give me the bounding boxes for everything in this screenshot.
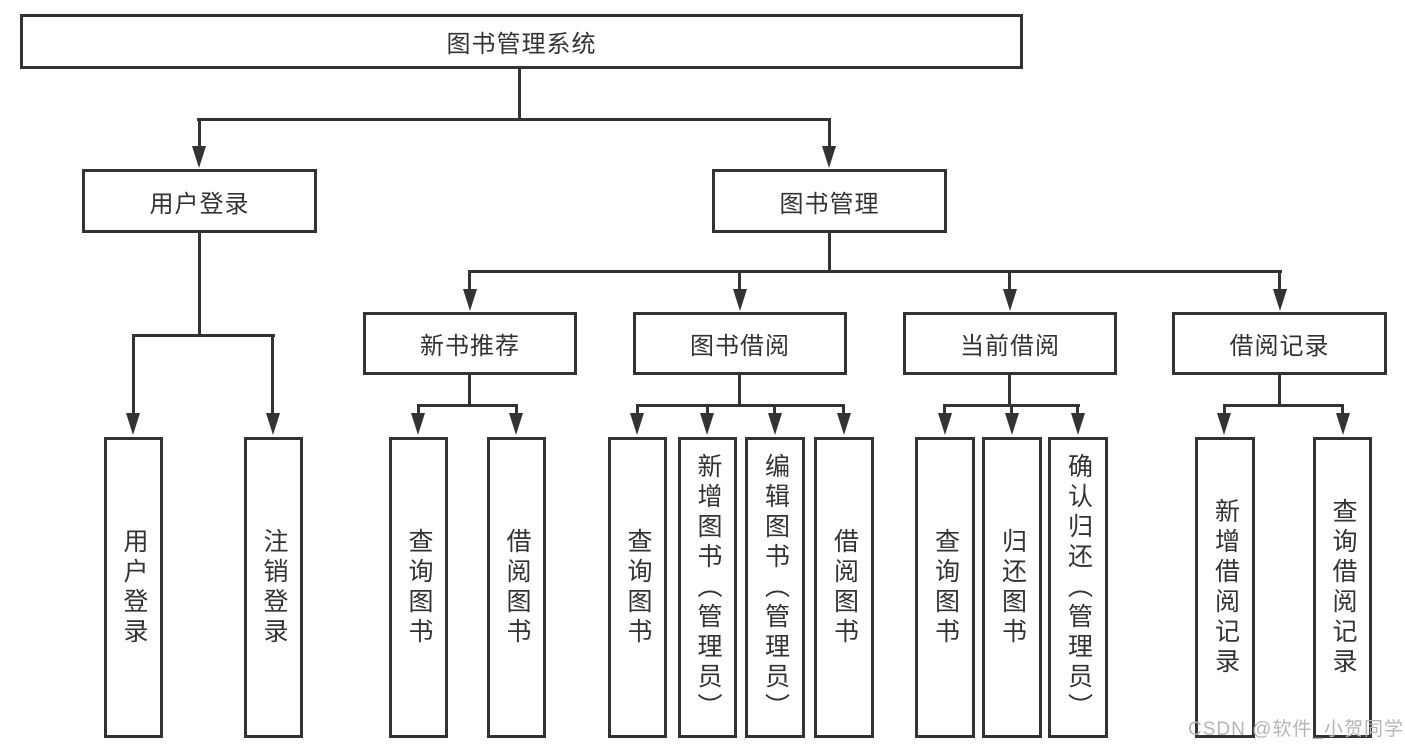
connector-line [468, 270, 471, 291]
connector-line [1010, 404, 1013, 416]
connector-line [828, 118, 831, 150]
connector-line [842, 404, 845, 416]
arrow-down-icon [1071, 413, 1085, 435]
connector-line [1278, 270, 1281, 291]
connector-line [1076, 404, 1079, 416]
connector-line [1278, 373, 1281, 407]
connector-line [738, 373, 741, 407]
connector-line [132, 334, 135, 415]
node-book-borrow-label: 图书借阅 [690, 333, 790, 360]
connector-line [636, 404, 845, 407]
node-book-management-label: 图书管理 [779, 190, 880, 218]
arrow-down-icon [1336, 413, 1350, 435]
connector-line [706, 404, 709, 416]
connector-line [468, 270, 1282, 273]
node-current-borrow: 当前借阅 [903, 312, 1117, 375]
arrow-down-icon [700, 413, 714, 435]
connector-line [1223, 404, 1226, 416]
arrow-down-icon [733, 289, 747, 311]
node-new-book-recommend: 新书推荐 [363, 312, 577, 375]
node-borrow-records: 借阅记录 [1172, 312, 1387, 375]
arrow-down-icon [1003, 289, 1017, 311]
connector-line [198, 118, 201, 150]
connector-line [132, 334, 275, 337]
leaf-user-login-label: 用户登录 [120, 527, 148, 648]
leaf-edit-book-admin: 编辑图书（管理员） [745, 437, 805, 738]
leaf-confirm-return-admin: 确认归还（管理员） [1048, 437, 1108, 738]
leaf-query-books-recommend-label: 查询图书 [405, 527, 433, 648]
node-book-borrow: 图书借阅 [633, 312, 847, 375]
connector-line [417, 404, 420, 416]
arrow-down-icon [768, 413, 782, 435]
leaf-logout-label: 注销登录 [260, 527, 288, 648]
leaf-borrow-books: 借阅图书 [814, 437, 874, 738]
arrow-down-icon [938, 413, 952, 435]
leaf-query-borrow-record-label: 查询借阅记录 [1329, 497, 1357, 678]
arrow-down-icon [1217, 413, 1231, 435]
connector-line [468, 373, 471, 407]
leaf-return-book-label: 归还图书 [998, 527, 1027, 648]
leaf-add-book-admin-label: 新增图书（管理员） [694, 452, 722, 723]
arrow-down-icon [1273, 289, 1287, 311]
node-borrow-records-label: 借阅记录 [1229, 333, 1330, 360]
node-user-login-label: 用户登录 [149, 190, 250, 218]
arrow-down-icon [192, 146, 206, 168]
arrow-down-icon [266, 413, 280, 435]
connector-line [417, 404, 518, 407]
leaf-query-borrow-record: 查询借阅记录 [1313, 437, 1372, 738]
leaf-logout: 注销登录 [244, 437, 303, 738]
connector-line [271, 334, 274, 415]
arrow-down-icon [411, 413, 425, 435]
csdn-watermark: CSDN @软件_小贺同学 [1188, 719, 1404, 740]
connector-line [1008, 270, 1011, 291]
leaf-confirm-return-admin-label: 确认归还（管理员） [1064, 452, 1093, 723]
node-user-login: 用户登录 [82, 169, 317, 233]
connector-line [738, 270, 741, 291]
leaf-query-books-recommend: 查询图书 [389, 437, 448, 738]
connector-line [518, 68, 521, 121]
leaf-query-books-borrow-label: 查询图书 [624, 527, 652, 648]
node-root-label: 图书管理系统 [446, 31, 597, 58]
arrow-down-icon [822, 146, 836, 168]
connector-line [515, 404, 518, 416]
leaf-query-books-current: 查询图书 [915, 437, 975, 738]
node-new-book-recommend-label: 新书推荐 [420, 333, 520, 360]
arrow-down-icon [837, 413, 851, 435]
leaf-add-borrow-record-label: 新增借阅记录 [1211, 497, 1240, 678]
leaf-query-books-borrow: 查询图书 [608, 437, 667, 738]
connector-line [636, 404, 639, 416]
arrow-down-icon [509, 413, 523, 435]
arrow-down-icon [630, 413, 644, 435]
leaf-user-login: 用户登录 [104, 437, 163, 738]
leaf-edit-book-admin-label: 编辑图书（管理员） [761, 452, 790, 723]
leaf-borrow-books-recommend: 借阅图书 [487, 437, 546, 738]
leaf-query-books-current-label: 查询图书 [931, 527, 960, 648]
connector-line [1341, 404, 1344, 416]
connector-line [197, 118, 831, 121]
arrow-down-icon [1005, 413, 1019, 435]
connector-line [828, 232, 831, 272]
connector-line [198, 232, 201, 336]
connector-line [1008, 373, 1011, 407]
leaf-borrow-books-recommend-label: 借阅图书 [503, 527, 531, 648]
leaf-add-book-admin: 新增图书（管理员） [678, 437, 737, 738]
leaf-return-book: 归还图书 [982, 437, 1042, 738]
arrow-down-icon [463, 289, 477, 311]
arrow-down-icon [126, 413, 140, 435]
node-book-management: 图书管理 [712, 169, 947, 233]
connector-line [943, 404, 946, 416]
leaf-borrow-books-label: 借阅图书 [830, 527, 859, 648]
node-root: 图书管理系统 [20, 14, 1023, 69]
node-current-borrow-label: 当前借阅 [960, 333, 1060, 360]
connector-line [1223, 404, 1344, 407]
leaf-add-borrow-record: 新增借阅记录 [1195, 437, 1255, 738]
connector-line [773, 404, 776, 416]
